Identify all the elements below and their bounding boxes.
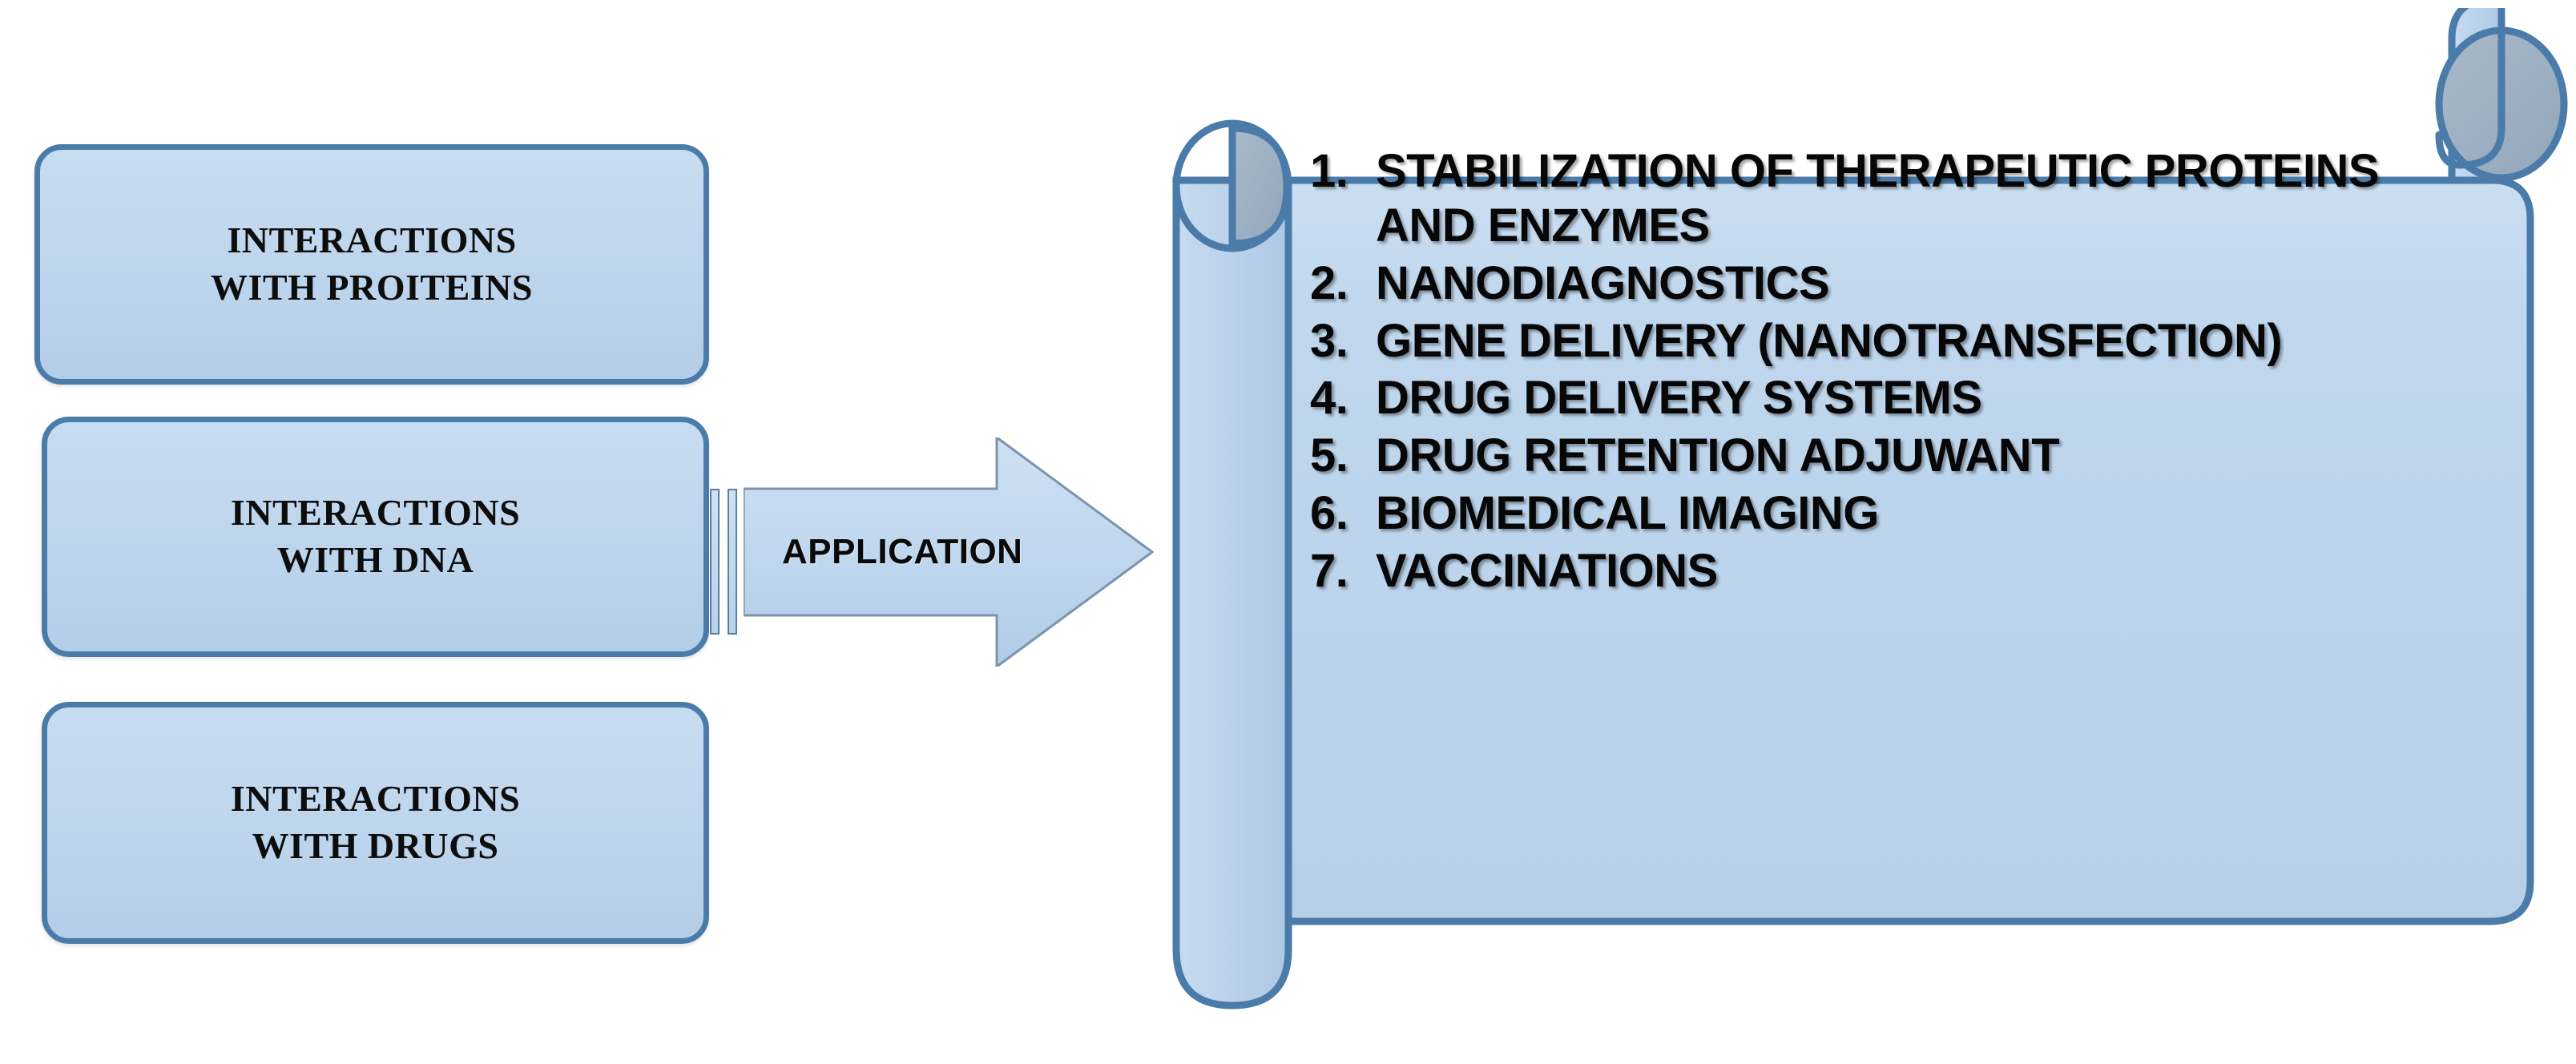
source-box-dna-line2: WITH DNA — [276, 539, 474, 580]
list-item-text: STABILIZATION OF THERAPEUTIC PROTEINS AN… — [1376, 145, 2380, 252]
list-item-text: GENE DELIVERY (NANOTRANSFECTION) — [1376, 314, 2283, 367]
source-box-drugs[interactable]: INTERACTIONS WITH DRUGS — [42, 702, 709, 944]
arrow-tail-bar-1 — [710, 489, 720, 635]
right-arrow-icon — [744, 437, 1154, 667]
applications-list: 1. STABILIZATION OF THERAPEUTIC PROTEINS… — [1310, 144, 2456, 602]
list-item-text: BIOMEDICAL IMAGING — [1376, 487, 1879, 540]
list-item-number: 2. — [1310, 256, 1348, 309]
list-item-text: VACCINATIONS — [1376, 545, 1718, 598]
source-box-drugs-label: INTERACTIONS WITH DRUGS — [213, 776, 538, 870]
source-box-proteins-line2: WITH PROITEINS — [211, 267, 533, 308]
source-box-proteins[interactable]: INTERACTIONS WITH PROITEINS — [34, 144, 709, 385]
list-item-number: 7. — [1310, 545, 1348, 598]
list-item-number: 1. — [1310, 145, 1348, 197]
list-item-text: DRUG DELIVERY SYSTEMS — [1376, 372, 1982, 425]
source-box-drugs-line2: WITH DRUGS — [252, 825, 499, 866]
list-item-number: 5. — [1310, 429, 1348, 482]
list-item-number: 6. — [1310, 487, 1348, 540]
source-box-dna-line1: INTERACTIONS — [230, 492, 521, 534]
arrow-label: APPLICATION — [782, 532, 1023, 571]
list-item-text: DRUG RETENTION ADJUWANT — [1376, 429, 2060, 482]
list-item[interactable]: 6. BIOMEDICAL IMAGING — [1310, 486, 2456, 541]
list-item[interactable]: 4. DRUG DELIVERY SYSTEMS — [1310, 371, 2456, 425]
application-arrow-group: APPLICATION — [705, 417, 1154, 673]
list-item[interactable]: 3. GENE DELIVERY (NANOTRANSFECTION) — [1310, 314, 2456, 369]
source-box-drugs-line1: INTERACTIONS — [230, 778, 521, 820]
list-item-text: NANODIAGNOSTICS — [1376, 256, 1830, 309]
list-item[interactable]: 2. NANODIAGNOSTICS — [1310, 256, 2456, 311]
arrow-tail-bar-2 — [728, 489, 737, 635]
list-item[interactable]: 1. STABILIZATION OF THERAPEUTIC PROTEINS… — [1310, 144, 2456, 253]
applications-scroll: 1. STABILIZATION OF THERAPEUTIC PROTEINS… — [1130, 8, 2576, 1034]
list-item[interactable]: 5. DRUG RETENTION ADJUWANT — [1310, 429, 2456, 483]
source-box-dna-label: INTERACTIONS WITH DNA — [213, 490, 538, 584]
source-box-proteins-label: INTERACTIONS WITH PROITEINS — [193, 217, 550, 312]
list-item-number: 4. — [1310, 372, 1348, 425]
source-box-dna[interactable]: INTERACTIONS WITH DNA — [42, 417, 709, 657]
list-item[interactable]: 7. VACCINATIONS — [1310, 544, 2456, 598]
source-box-proteins-line1: INTERACTIONS — [227, 220, 517, 261]
list-item-number: 3. — [1310, 314, 1348, 367]
scroll-shape-icon — [1172, 8, 2568, 1010]
